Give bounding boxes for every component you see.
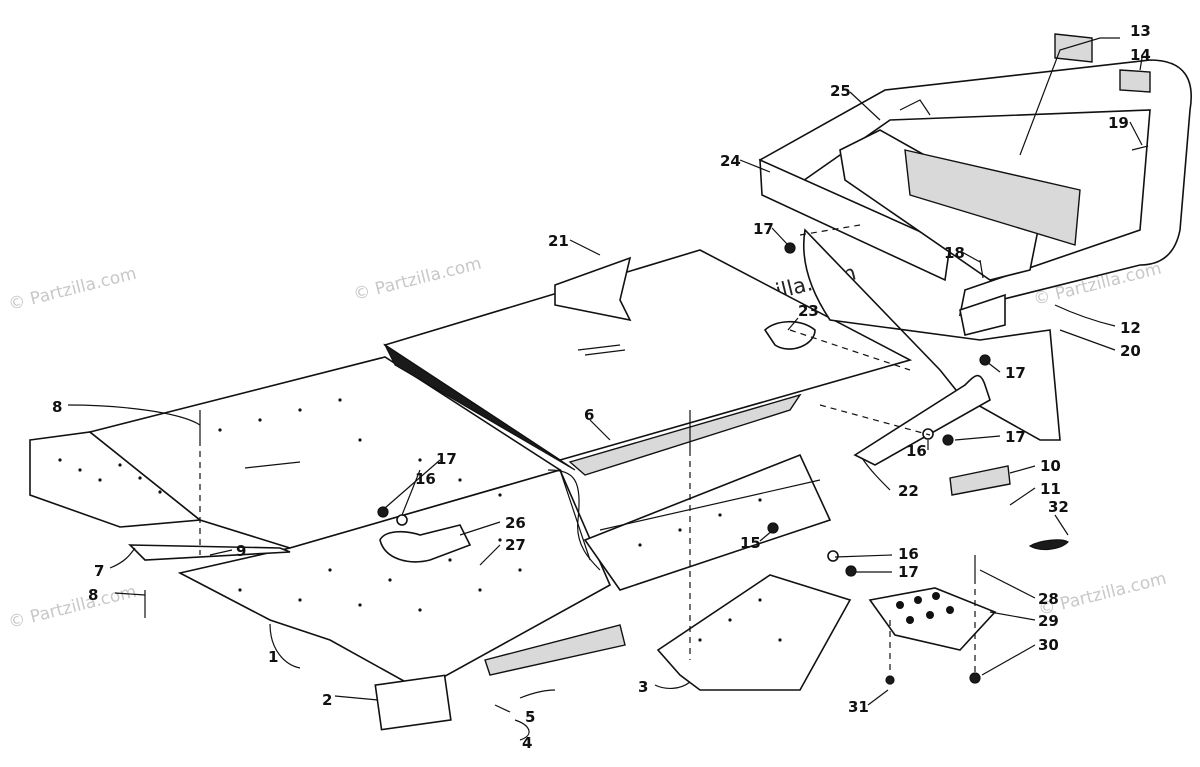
part-26-hinge — [379, 524, 472, 563]
callout-31: 31 — [848, 698, 869, 716]
callout-14: 14 — [1130, 46, 1151, 64]
callout-7: 7 — [94, 562, 104, 580]
callout-16-left: 16 — [415, 470, 436, 488]
callout-29: 29 — [1038, 612, 1059, 630]
watermark-bottom-left: © Partzilla.com — [6, 582, 138, 633]
part-32-emblem — [1028, 539, 1069, 551]
part-22-tube — [853, 374, 991, 466]
callout-8-top: 8 — [52, 398, 62, 416]
watermark-left: © Partzilla.com — [6, 264, 138, 315]
callout-17-rack: 17 — [753, 220, 774, 238]
part-5-plate — [484, 624, 626, 676]
assembly-lines — [199, 224, 976, 672]
callout-23: 23 — [798, 302, 819, 320]
callout-26: 26 — [505, 514, 526, 532]
part-29-step — [868, 587, 997, 651]
callout-27: 27 — [505, 536, 526, 554]
callout-17-bottom: 17 — [898, 563, 919, 581]
callout-labels: 1 2 3 4 5 6 7 8 8 9 10 11 12 13 14 15 16… — [52, 22, 1151, 752]
part-23-washer — [763, 320, 816, 350]
callout-6: 6 — [584, 406, 594, 424]
fasteners — [144, 145, 1149, 713]
watermark-center: © Partzilla.com — [351, 254, 483, 305]
callout-11: 11 — [1040, 480, 1061, 498]
callout-17-right: 17 — [1005, 364, 1026, 382]
callout-5: 5 — [525, 708, 535, 726]
callout-22: 22 — [898, 482, 919, 500]
part-2-plate — [374, 674, 452, 731]
callout-4: 4 — [522, 734, 532, 752]
callout-1: 1 — [268, 648, 278, 666]
callout-21: 21 — [548, 232, 569, 250]
callout-16-center: 16 — [906, 442, 927, 460]
callout-10: 10 — [1040, 457, 1061, 475]
callout-17-tube: 17 — [1005, 428, 1026, 446]
callout-30: 30 — [1038, 636, 1059, 654]
callout-17-left: 17 — [436, 450, 457, 468]
right-side-plate — [583, 453, 852, 691]
callout-25: 25 — [830, 82, 851, 100]
callout-2: 2 — [322, 691, 332, 709]
callout-3: 3 — [638, 678, 648, 696]
callout-28: 28 — [1038, 590, 1059, 608]
part-10-plate — [949, 465, 1011, 496]
rear-rack — [758, 59, 1192, 441]
callout-12: 12 — [1120, 319, 1141, 337]
callout-32: 32 — [1048, 498, 1069, 516]
part-14-decal — [1119, 69, 1151, 93]
part-13-decal — [1054, 33, 1093, 63]
callout-8-bottom: 8 — [88, 586, 98, 604]
callout-16-right: 16 — [898, 545, 919, 563]
leader-lines — [67, 37, 1143, 741]
callout-13: 13 — [1130, 22, 1151, 40]
part-21-flap — [554, 256, 632, 322]
callout-18: 18 — [944, 244, 965, 262]
callout-15: 15 — [740, 534, 761, 552]
left-running-board — [29, 356, 612, 691]
callout-24: 24 — [720, 152, 741, 170]
callout-19: 19 — [1108, 114, 1129, 132]
callout-20: 20 — [1120, 342, 1141, 360]
callout-9: 9 — [236, 542, 246, 560]
